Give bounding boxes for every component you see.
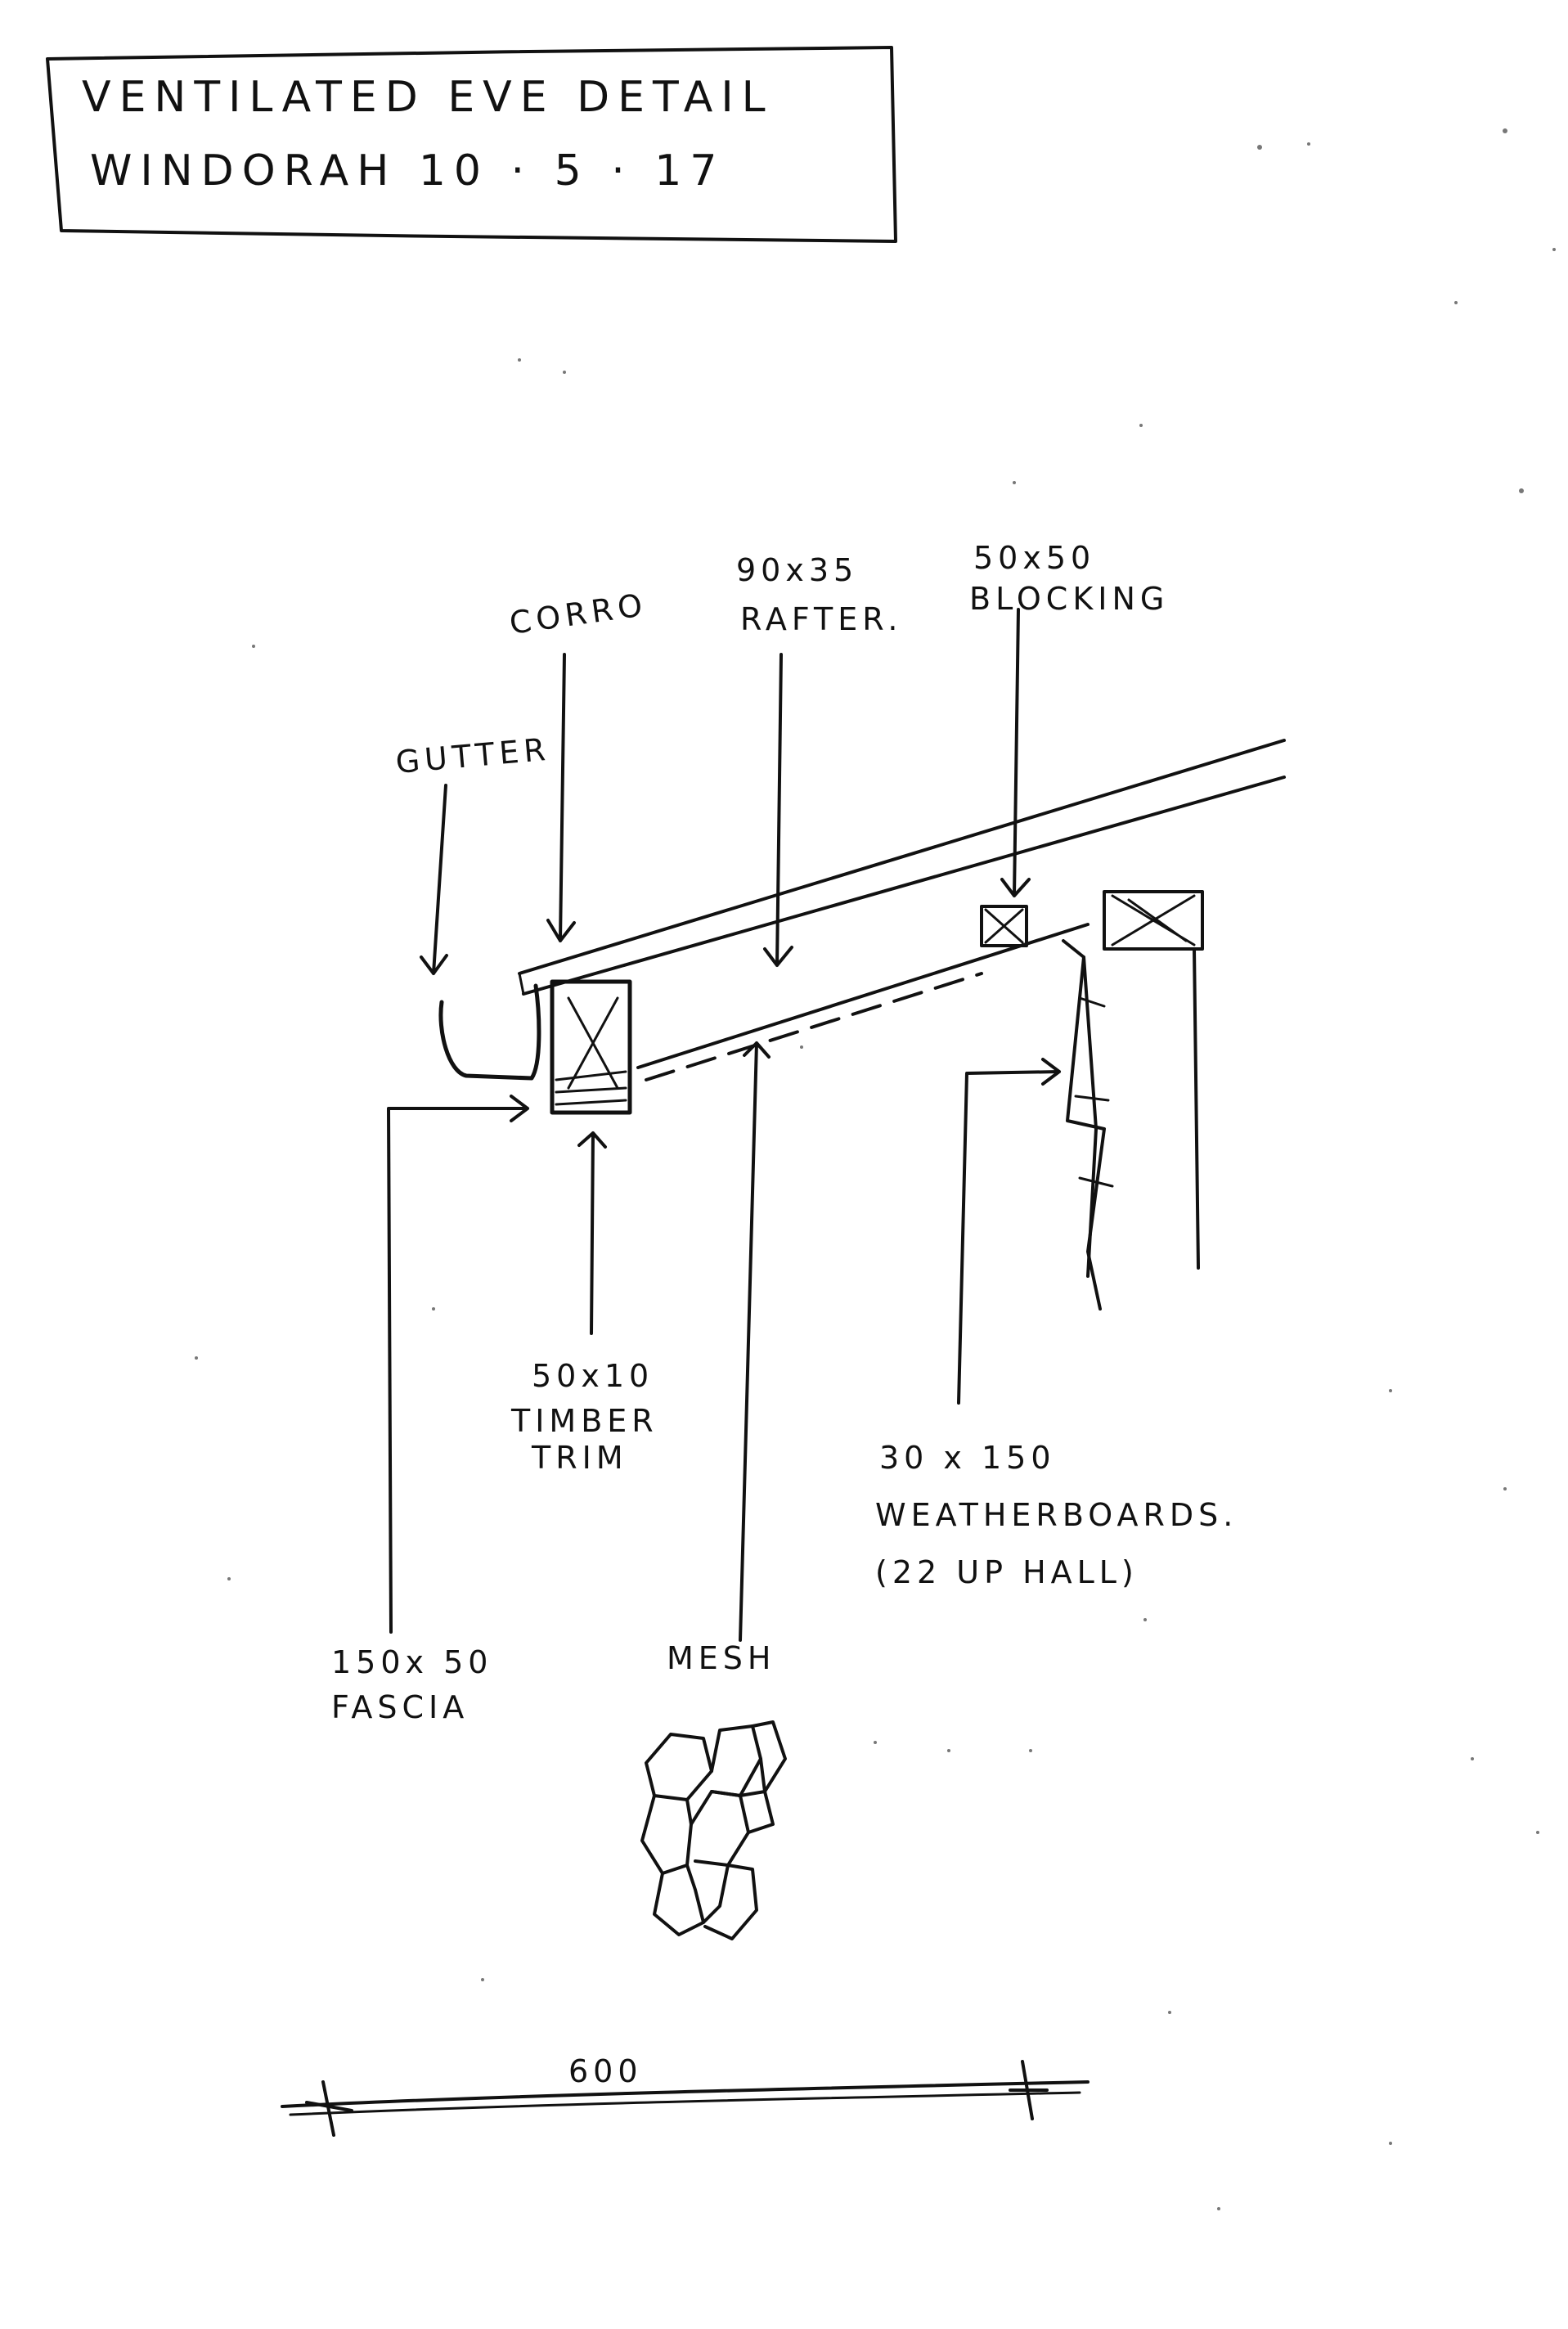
label-fascia-name: FASCIA (331, 1689, 469, 1725)
leaders (387, 608, 1061, 1642)
label-trim-line2: TIMBER (510, 1403, 658, 1439)
scale-bar-label: 600 (568, 2053, 643, 2089)
title-block: VENTILATED EVE DETAIL WINDORAH 10 · 5 · … (46, 46, 897, 243)
label-weatherboards-note: (22 UP HALL) (875, 1554, 1139, 1590)
label-weatherboards-size: 30 x 150 (879, 1440, 1056, 1476)
label-mesh: MESH (667, 1640, 776, 1676)
label-trim-size: 50x10 (532, 1358, 654, 1394)
mesh-sample (640, 1720, 787, 1940)
title-line-1: VENTILATED EVE DETAIL (82, 73, 774, 122)
label-weatherboards-name: WEATHERBOARDS. (875, 1497, 1238, 1533)
label-blocking-name: BLOCKING (969, 581, 1169, 617)
label-corro: CORRO (507, 587, 649, 641)
label-rafter-name: RAFTER. (740, 601, 902, 637)
scale-bar: 600 (281, 2053, 1090, 2137)
labels: CORRO 90x35 RAFTER. 50x50 BLOCKING GUTTE… (331, 540, 1238, 1725)
label-trim-line3: TRIM (531, 1440, 628, 1476)
label-blocking-size: 50x50 (973, 540, 1095, 576)
label-gutter: GUTTER (394, 731, 552, 780)
title-line-2: WINDORAH 10 · 5 · 17 (90, 146, 725, 196)
label-rafter-size: 90x35 (736, 552, 858, 588)
paper-specks (195, 128, 1556, 2210)
eave-section (438, 739, 1286, 1311)
label-fascia-size: 150x 50 (331, 1644, 492, 1680)
